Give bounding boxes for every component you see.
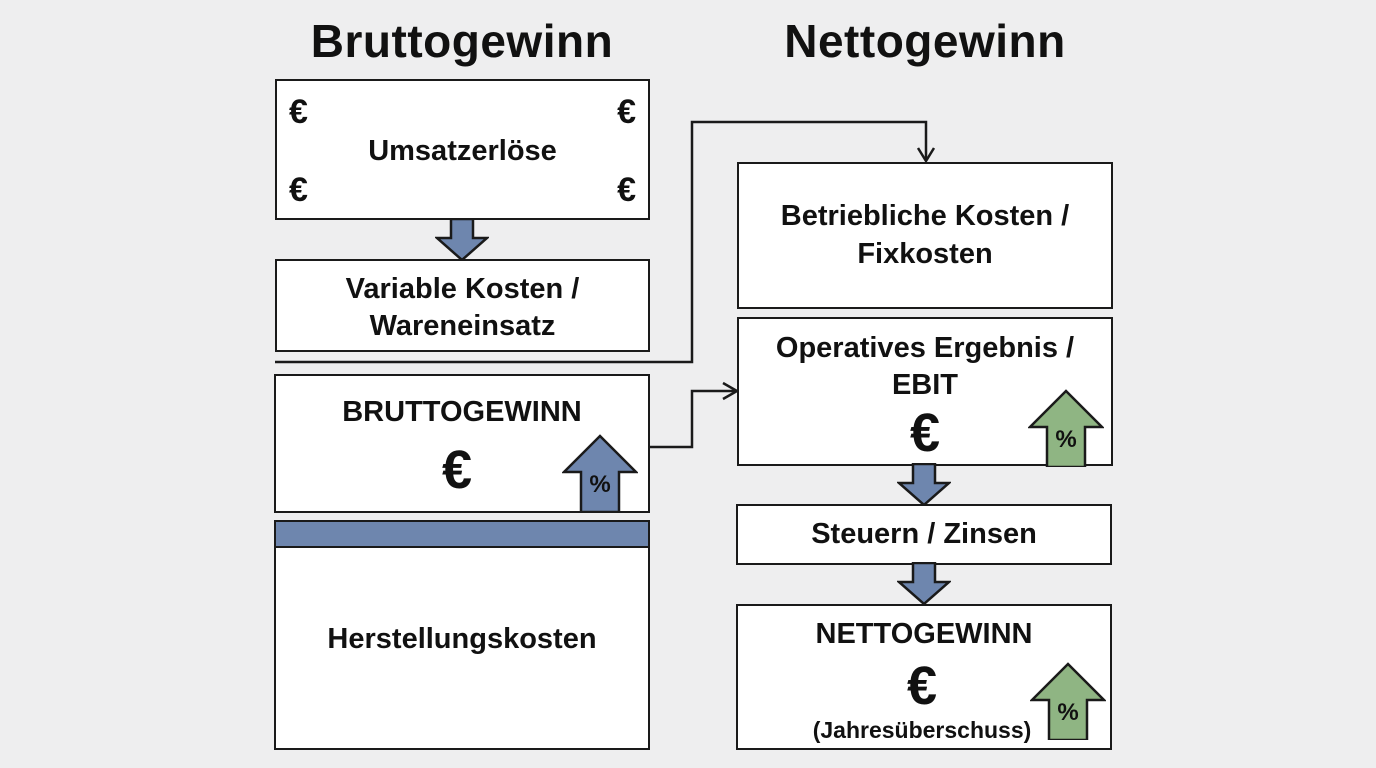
percent-up-arrow-icon: % (562, 434, 638, 512)
euro-icon: € (909, 403, 941, 463)
euro-icon: € (906, 656, 938, 716)
euro-icon: € (441, 440, 473, 500)
heading-gross-profit: Bruttogewinn (310, 15, 614, 67)
connector-to-ebit (648, 389, 736, 449)
ebit-box: Operatives Ergebnis / EBIT € % (737, 317, 1113, 467)
euro-icon: € (617, 93, 636, 131)
net-profit-label: NETTOGEWINN (815, 618, 1033, 650)
euro-icon: € (617, 171, 636, 209)
down-flow-arrow-icon (897, 463, 951, 507)
variable-costs-line1: Variable Kosten / (345, 273, 580, 305)
down-flow-arrow-icon (897, 562, 951, 606)
production-costs-box: Herstellungskosten (274, 520, 650, 750)
taxes-interest-label: Steuern / Zinsen (811, 518, 1037, 550)
gross-profit-label: BRUTTOGEWINN (342, 396, 582, 428)
heading-net-profit: Nettogewinn (784, 15, 1066, 67)
percent-symbol: % (1057, 699, 1079, 726)
variable-costs-line2: Wareneinsatz (369, 310, 556, 342)
down-flow-arrow-icon (435, 218, 489, 262)
ebit-line1: Operatives Ergebnis / (775, 332, 1075, 364)
variable-costs-box: Variable Kosten / Wareneinsatz (275, 259, 650, 352)
operating-costs-box: Betriebliche Kosten / Fixkosten (737, 162, 1113, 309)
percent-symbol: % (589, 471, 611, 498)
percent-symbol: % (1055, 426, 1077, 453)
percent-up-arrow-icon: % (1030, 662, 1106, 740)
net-profit-note: (Jahresüberschuss) (812, 717, 1032, 743)
production-costs-band (276, 522, 648, 548)
net-profit-box: NETTOGEWINN € (Jahresüberschuss) % (736, 604, 1112, 750)
operating-costs-line2: Fixkosten (857, 238, 993, 270)
production-costs-label: Herstellungskosten (327, 623, 597, 655)
connector-arrowhead-down (916, 147, 936, 164)
euro-icon: € (289, 93, 308, 131)
taxes-interest-box: Steuern / Zinsen (736, 504, 1112, 565)
revenue-box: € € € € Umsatzerlöse (275, 79, 650, 220)
operating-costs-line1: Betriebliche Kosten / (780, 200, 1070, 232)
euro-icon: € (289, 171, 308, 209)
revenue-label: Umsatzerlöse (368, 135, 557, 167)
gross-profit-box: BRUTTOGEWINN € % (274, 374, 650, 513)
connector-to-operating-costs (275, 120, 928, 364)
percent-up-arrow-icon: % (1028, 389, 1104, 467)
ebit-line2: EBIT (891, 369, 959, 401)
